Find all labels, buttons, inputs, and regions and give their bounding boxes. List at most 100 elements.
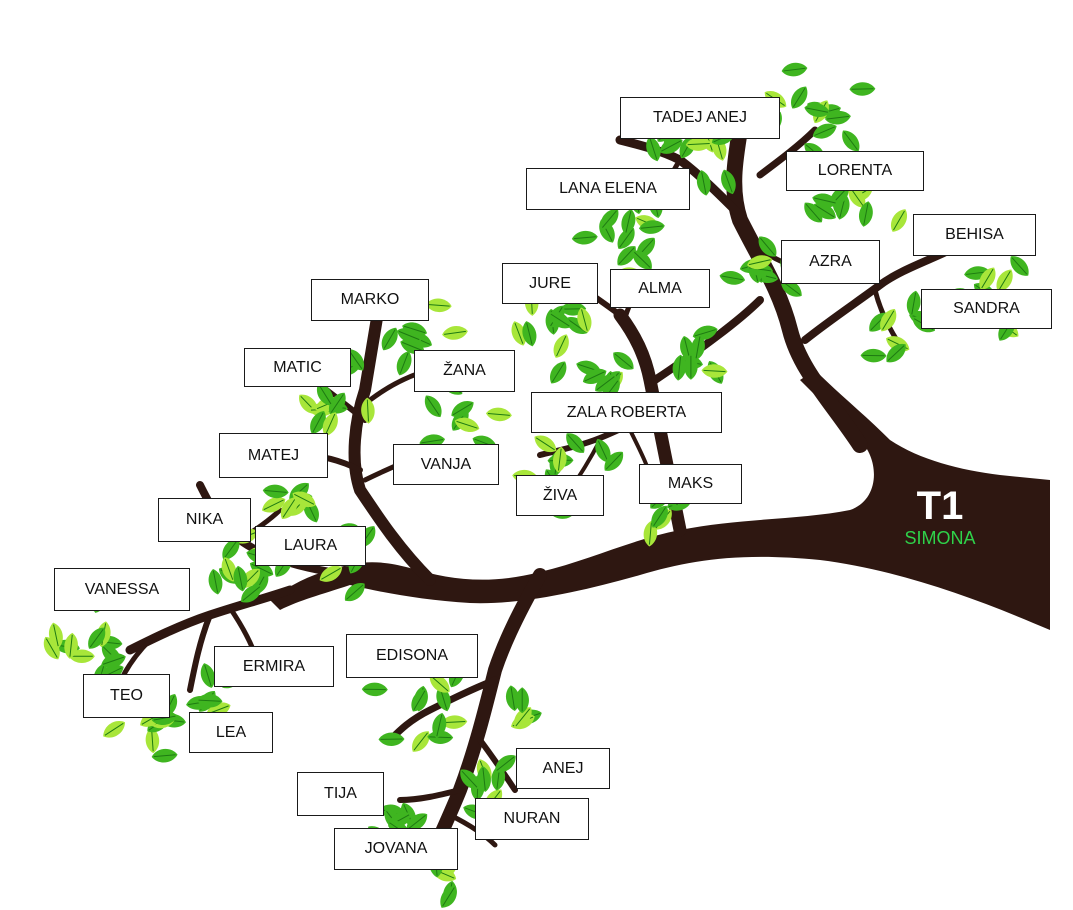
leaf-vein [366, 399, 369, 422]
label-zala-roberta-text: ZALA ROBERTA [566, 403, 687, 421]
label-lana-elena-text: LANA ELENA [559, 180, 657, 197]
leaf-vein [550, 313, 570, 327]
leaf-vein [567, 318, 586, 333]
leaf-vein [456, 420, 478, 429]
leaf-vein [402, 341, 423, 352]
label-nuran[interactable]: NURAN [475, 798, 589, 840]
label-edisona[interactable]: EDISONA [346, 634, 478, 678]
label-maks-text: MAKS [667, 475, 714, 492]
leaf-vein [421, 438, 444, 444]
leaf-vein [911, 292, 917, 315]
leaf-vein [687, 143, 710, 146]
label-maks[interactable]: MAKS [639, 464, 742, 504]
leaf-vein [783, 67, 806, 72]
leaf-vein [556, 335, 567, 357]
leaf-vein [760, 237, 775, 256]
label-zana[interactable]: ŽANA [414, 350, 515, 392]
label-vanessa[interactable]: VANESSA [54, 568, 190, 611]
label-tadej-anej-text: TADEJ ANEJ [653, 109, 747, 126]
leaf-vein [407, 814, 426, 830]
leaf-vein [535, 437, 555, 451]
leaf-vein [318, 385, 332, 405]
label-jure-text: JURE [529, 274, 571, 292]
leaf-vein [330, 394, 344, 413]
leaf-vein [413, 690, 426, 711]
leaf-vein [510, 687, 516, 710]
leaf-vein [526, 323, 533, 345]
leaf-vein [487, 412, 510, 416]
trunk-name: SIMONA [904, 528, 976, 548]
leaf-vein [348, 350, 363, 370]
label-tadej-anej[interactable]: TADEJ ANEJ [620, 97, 780, 139]
label-lana-elena[interactable]: LANA ELENA [526, 168, 690, 210]
leaf-vein [514, 322, 524, 344]
label-laura[interactable]: LAURA [255, 526, 366, 566]
label-anej[interactable]: ANEJ [516, 748, 610, 789]
leaf-vein [597, 440, 609, 461]
leaf-vein [581, 309, 588, 331]
label-matej[interactable]: MATEJ [219, 433, 328, 478]
leaf-vein [815, 204, 835, 218]
leaf-vein [204, 664, 212, 687]
leaf-vein [827, 115, 849, 120]
leaf-vein [998, 271, 1011, 291]
label-marko[interactable]: MARKO [311, 279, 429, 321]
leaf-vein [224, 539, 238, 559]
label-ziva[interactable]: ŽIVA [516, 475, 604, 516]
label-edisona-text: EDISONA [375, 647, 448, 664]
leaf-vein [104, 722, 124, 736]
leaf-vein [806, 107, 828, 113]
leaf-vein [263, 499, 284, 511]
label-vanja-text: VANJA [420, 455, 472, 473]
label-jure[interactable]: JURE [502, 263, 598, 304]
leaf-vein [53, 624, 59, 647]
label-jovana[interactable]: JOVANA [334, 828, 458, 870]
label-lea[interactable]: LEA [189, 712, 273, 753]
leaf-vein [614, 353, 633, 369]
label-nika[interactable]: NIKA [158, 498, 251, 542]
label-zana-text: ŽANA [443, 362, 486, 379]
label-azra[interactable]: AZRA [781, 240, 880, 284]
label-marko-text: MARKO [340, 291, 400, 308]
label-teo-text: TEO [110, 687, 143, 704]
leaf-vein [805, 203, 821, 222]
leaf-vein [153, 715, 176, 721]
label-lorenta[interactable]: LORENTA [786, 151, 924, 191]
leaf-vein [596, 376, 615, 391]
leaf-vein [551, 362, 565, 383]
leaf-vein [703, 369, 726, 373]
leaf-vein [427, 304, 450, 307]
trunk-label: T1 SIMONA [880, 486, 1000, 548]
label-ermira[interactable]: ERMIRA [214, 646, 334, 687]
leaf-vein [882, 310, 895, 330]
label-zala-roberta[interactable]: ZALA ROBERTA [531, 392, 722, 433]
label-teo[interactable]: TEO [83, 674, 170, 718]
leaf-vein [605, 453, 622, 470]
label-behisa[interactable]: BEHISA [913, 214, 1036, 256]
label-ermira-text: ERMIRA [242, 657, 306, 675]
leaf-vein [426, 396, 440, 416]
leaf-vein [442, 887, 455, 907]
leaf-vein [89, 629, 104, 648]
leaf-vein [887, 345, 905, 361]
label-matic[interactable]: MATIC [244, 348, 351, 387]
leaf-vein [567, 434, 584, 452]
leaf-vein [242, 586, 261, 602]
leaf-vein [461, 770, 478, 788]
leaf-vein [557, 448, 562, 471]
label-tija[interactable]: TIJA [297, 772, 384, 816]
leaf-vein [634, 251, 651, 268]
leaf-vein [893, 210, 905, 231]
leaf-vein [695, 336, 701, 359]
leaf-vein [701, 172, 707, 194]
leaf-vein [661, 140, 682, 152]
label-sandra[interactable]: SANDRA [921, 289, 1052, 329]
label-vanja[interactable]: VANJA [393, 444, 499, 485]
label-laura-text: LAURA [283, 537, 338, 554]
leaf-vein [237, 567, 243, 590]
leaf-vein [814, 126, 836, 136]
label-alma[interactable]: ALMA [610, 269, 710, 308]
leaf-vein [403, 325, 426, 334]
leaf-vein [721, 275, 744, 281]
